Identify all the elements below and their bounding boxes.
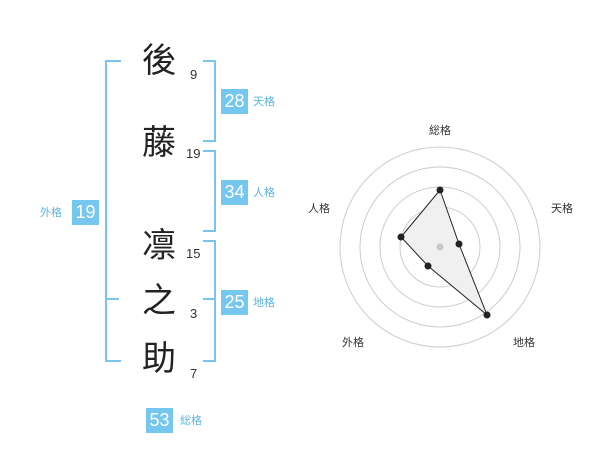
stroke-count-3: 15: [186, 246, 201, 261]
chikaku-bracket-mid-tick: [203, 298, 216, 300]
stroke-count-5: 7: [190, 366, 198, 381]
jinkaku-score: 34: [221, 180, 248, 205]
radar-ring-3: [359, 166, 521, 328]
gaikaku-label: 外格: [40, 206, 62, 219]
jinkaku-bracket: [203, 150, 216, 232]
soukaku-score: 53: [146, 408, 173, 433]
radar-axis-label-top: 総格: [429, 123, 451, 137]
radar-center-point: [436, 243, 444, 251]
name-char-5: 助: [142, 339, 176, 379]
radar-point-gaikaku: [424, 262, 432, 270]
gaikaku-score: 19: [72, 200, 99, 225]
radar-point-jinkaku: [397, 233, 405, 241]
radar-point-soukaku: [436, 186, 444, 194]
soukaku-label: 総格: [180, 414, 202, 427]
tenkaku-score: 28: [221, 89, 248, 114]
chikaku-score: 25: [221, 290, 248, 315]
tenkaku-label: 天格: [253, 95, 275, 108]
radar-axis-label-left: 人格: [308, 201, 330, 215]
tenkaku-bracket: [203, 60, 216, 142]
name-char-1: 後: [142, 41, 176, 81]
outer-bracket-mid-tick: [105, 298, 119, 300]
outer-bracket: [105, 60, 121, 362]
radar-point-chikaku: [483, 311, 491, 319]
radar-point-tenkaku: [455, 240, 463, 248]
radar-axis-label-bottom-right: 地格: [513, 335, 535, 349]
radar-polygon: [400, 189, 488, 316]
name-char-4: 之: [142, 281, 176, 321]
radar-ring-4: [339, 146, 541, 348]
stroke-count-2: 19: [186, 146, 201, 161]
radar-axis-label-right: 天格: [551, 201, 573, 215]
jinkaku-label: 人格: [253, 186, 275, 199]
name-char-2: 藤: [142, 123, 176, 163]
stroke-count-4: 3: [190, 306, 198, 321]
chikaku-label: 地格: [253, 296, 275, 309]
name-char-3: 凛: [142, 226, 176, 266]
stroke-count-1: 9: [190, 67, 198, 82]
radar-axis-label-bottom-left: 外格: [342, 335, 364, 349]
chikaku-bracket: [203, 240, 216, 362]
